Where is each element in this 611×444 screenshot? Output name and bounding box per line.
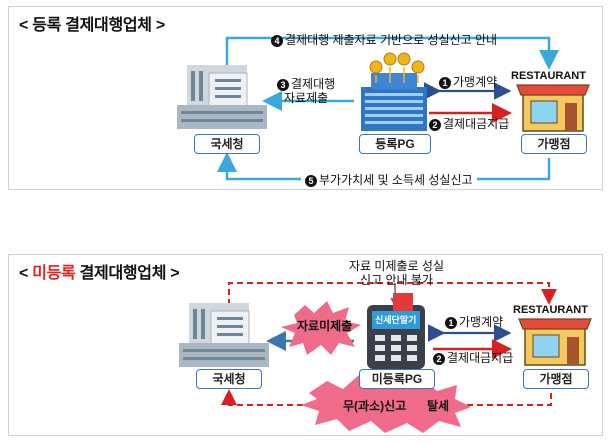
panel-title: < 등록 결제대행업체 >	[19, 17, 165, 34]
flow-arrows	[179, 282, 592, 433]
underreporting-label: 무(과소)신고	[343, 399, 407, 413]
arrow-guidance	[225, 36, 559, 70]
restaurant-sign: RESTAURANT	[511, 70, 586, 82]
nts-building-icon	[177, 65, 267, 129]
card-terminal-icon	[367, 293, 425, 369]
nts-building-icon	[179, 303, 269, 367]
node-pg: 등록PG	[359, 134, 431, 154]
warning-burst-icon	[281, 301, 361, 355]
node-nts: 국세청	[196, 369, 262, 389]
flow-arrows	[177, 36, 590, 181]
node-merchant: 가맹점	[521, 134, 587, 154]
arrow-no-guidance	[228, 282, 557, 305]
no-submission-label: 자료미제출	[297, 319, 353, 333]
restaurant-icon	[516, 84, 590, 132]
node-pg: 미등록PG	[359, 369, 435, 389]
restaurant-icon	[518, 318, 592, 366]
tax-evasion-label: 탈세	[427, 399, 450, 413]
unregistered-pg-panel: < 미등록 결제대행업체 >	[8, 254, 603, 436]
tax-evasion-burst-icon	[301, 375, 471, 433]
terminal-screen-text: 신세단말기	[375, 315, 417, 325]
node-nts: 국세청	[194, 134, 260, 154]
node-merchant: 가맹점	[523, 369, 589, 389]
restaurant-sign: RESTAURANT	[513, 304, 588, 316]
pg-building-icon	[361, 52, 427, 131]
panel-title: < 미등록 결제대행업체 >	[19, 265, 180, 282]
registered-pg-panel: < 등록 결제대행업체 >	[8, 6, 603, 190]
